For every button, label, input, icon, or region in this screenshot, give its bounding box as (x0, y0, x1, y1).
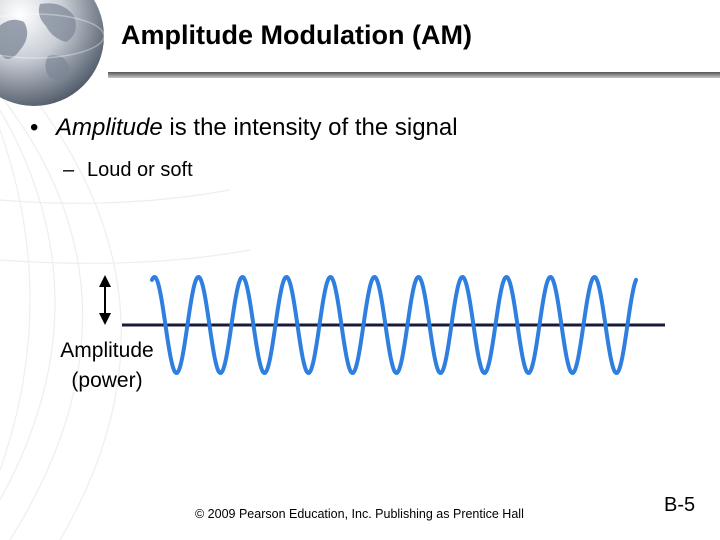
sine-wave (150, 274, 638, 376)
bullet-term: Amplitude (56, 114, 163, 141)
title-divider (108, 72, 720, 78)
slide-number: B-5 (664, 494, 696, 516)
amplitude-label-line2: (power) (71, 369, 143, 392)
page-title: Amplitude Modulation (AM) (121, 20, 472, 50)
amplitude-label-line1: Amplitude (60, 339, 154, 362)
sub-bullet-text: Loud or soft (87, 159, 193, 181)
bullet-text: is the intensity of the signal (162, 114, 458, 141)
sub-bullet-marker: – (63, 159, 75, 181)
copyright-notice: © 2009 Pearson Education, Inc. Publishin… (195, 507, 524, 521)
amplitude-label: Amplitude (power) (46, 336, 168, 396)
bullet-point: • Amplitude is the intensity of the signa… (30, 114, 458, 142)
bullet-marker: • (30, 114, 39, 141)
globe-icon (0, 0, 105, 106)
sub-bullet-point: –Loud or soft (63, 159, 193, 182)
